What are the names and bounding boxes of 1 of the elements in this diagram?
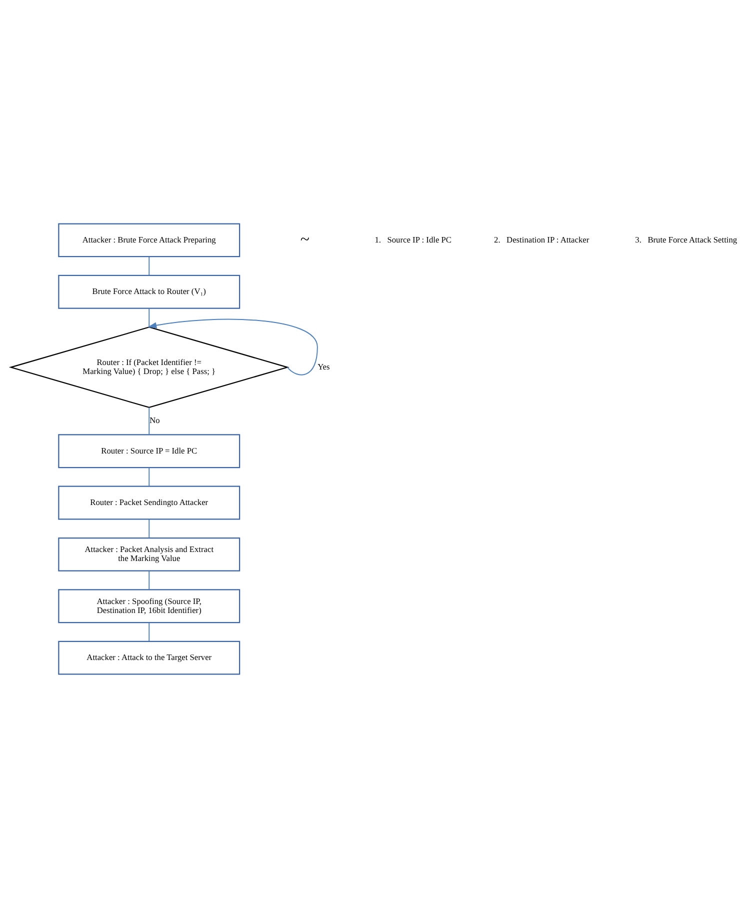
label: ~: [300, 229, 310, 248]
